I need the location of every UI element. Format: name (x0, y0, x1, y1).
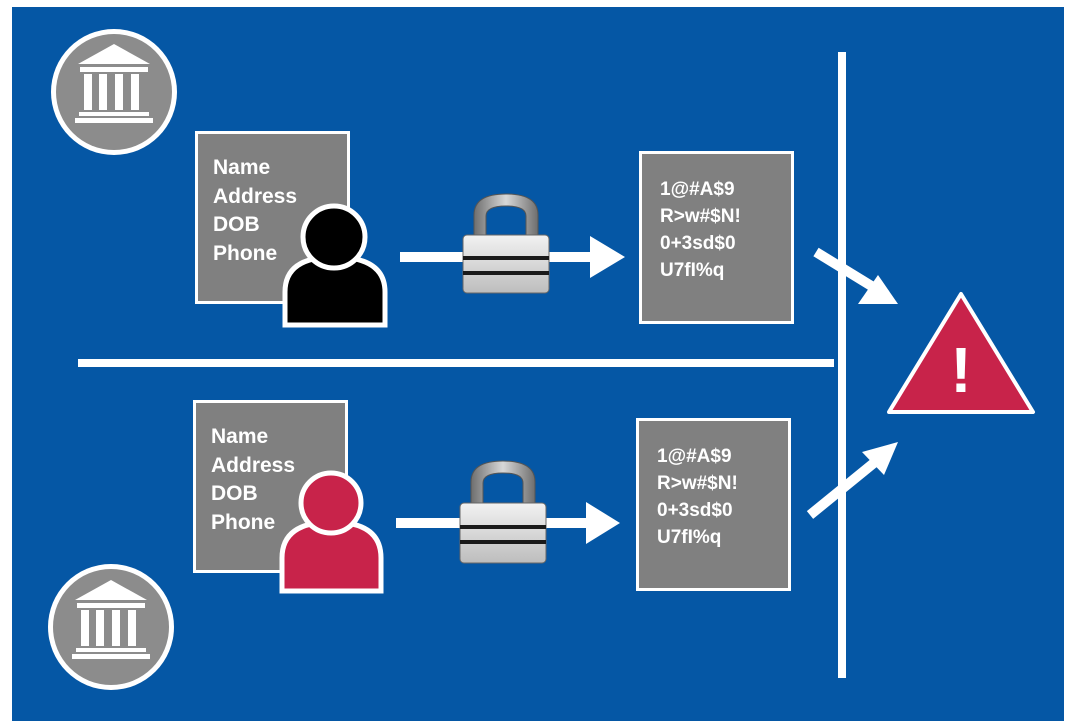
encrypted-line-3: 0+3sd$0 (660, 233, 736, 254)
record-field-address: Address (213, 184, 298, 208)
encrypted-line-1: 1@#A$9 (657, 446, 732, 467)
encrypted-line-1: 1@#A$9 (660, 179, 735, 200)
encrypted-data-box-bottom: 1@#A$9 R>w#$N! 0+3sd$0 U7fI%q (636, 418, 791, 591)
record-field-phone: Phone (213, 241, 278, 265)
encrypted-line-4: U7fI%q (660, 260, 725, 281)
record-field-dob: DOB (213, 213, 260, 237)
encrypted-line-4: U7fI%q (657, 527, 722, 548)
encrypted-line-2: R>w#$N! (660, 206, 741, 227)
record-field-name: Name (213, 156, 271, 179)
encrypted-line-2: R>w#$N! (657, 473, 738, 494)
record-field-dob: DOB (211, 482, 258, 506)
record-field-address: Address (211, 453, 296, 477)
record-field-name: Name (211, 425, 269, 448)
warning-symbol: ! (950, 334, 971, 406)
encrypted-line-3: 0+3sd$0 (657, 500, 733, 521)
encrypted-data-box-top: 1@#A$9 R>w#$N! 0+3sd$0 U7fI%q (639, 151, 794, 324)
record-field-phone: Phone (211, 510, 276, 534)
personal-record-box-top: Name Address DOB Phone (195, 131, 350, 304)
